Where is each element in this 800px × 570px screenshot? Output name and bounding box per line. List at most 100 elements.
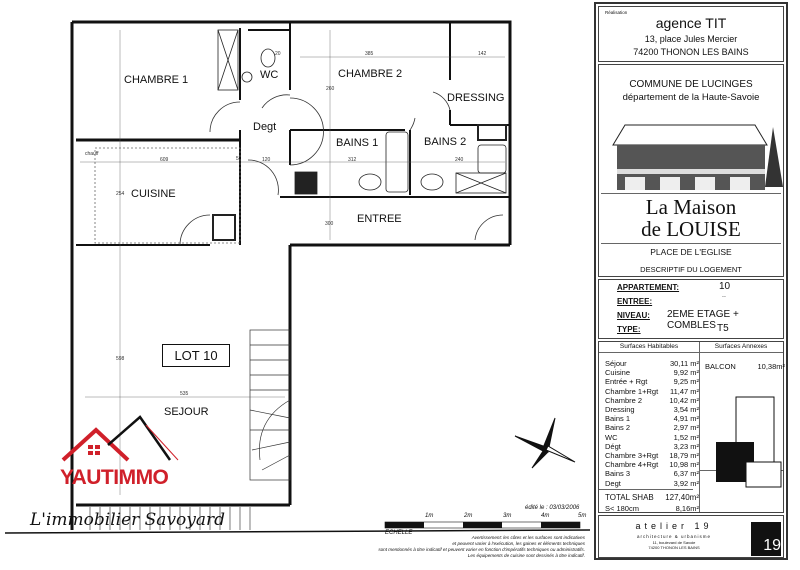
surface-room: Dégt — [605, 441, 621, 451]
commune: COMMUNE DE LUCINGES — [629, 79, 753, 90]
scale-tick: 2m — [464, 513, 473, 519]
fixtures — [94, 29, 507, 244]
sink-icon — [241, 71, 253, 83]
appartement-label: APPARTEMENT: — [617, 283, 680, 292]
surface-room: Cuisine — [605, 368, 631, 378]
apartment-location-diagram-icon — [716, 396, 782, 488]
surface-area: 2,97 m² — [673, 423, 699, 433]
surface-area: 10,42 m² — [669, 395, 699, 405]
svg-text:5: 5 — [236, 156, 239, 162]
descriptif-heading: DESCRIPTIF DU LOGEMENT — [640, 265, 742, 274]
room-label-cuisine: CUISINE — [131, 188, 176, 200]
svg-text:598: 598 — [116, 356, 125, 362]
place: PLACE DE L'EGLISE — [650, 247, 732, 257]
entree-value: .. — [722, 292, 726, 299]
scale-tick: 3m — [503, 513, 512, 519]
architect-name: atelier 19 — [635, 521, 713, 531]
balcony-hatch — [89, 507, 251, 530]
dimension-lines — [80, 30, 505, 495]
svg-text:312: 312 — [348, 157, 357, 163]
room-label-degt: Degt — [253, 121, 277, 133]
surfaces-table: Surfaces Habitables Surfaces Annexes Séj… — [598, 341, 785, 513]
agency-address: 13, place Jules Mercier — [644, 34, 738, 44]
watermark-brand: YAUTIMMO — [60, 466, 169, 489]
room-label-dressing: DRESSING — [447, 92, 505, 104]
surface-row: Bains 2 2,97 m² — [605, 423, 699, 432]
lot-label: LOT 10 — [162, 344, 230, 367]
svg-text:254: 254 — [116, 191, 125, 197]
architect-box: atelier 19 architecture & urbanisme 11, … — [598, 515, 784, 558]
surface-area: 3,23 m² — [673, 441, 699, 451]
niveau-value: 2EME ETAGE + COMBLES — [667, 309, 739, 331]
surface-area: 10,98 m² — [669, 460, 699, 470]
toilet-icon — [260, 48, 276, 68]
svg-text:260: 260 — [326, 86, 335, 92]
surface-room: Bains 2 — [605, 423, 631, 433]
appartement-value: 10 — [719, 281, 731, 292]
cooktop-icon — [294, 171, 318, 195]
duct-icon — [212, 214, 236, 241]
svg-text:385: 385 — [365, 51, 374, 57]
surface-row: WC 1,52 m² — [605, 433, 699, 442]
surface-area: 9,92 m² — [673, 368, 699, 378]
surface-row: Dégt 3,23 m² — [605, 442, 699, 451]
architect-city: 74200 THONON LES BAINS — [648, 545, 700, 550]
surfaces-habitables-header: Surfaces Habitables — [619, 343, 679, 350]
floor-plan: 385 142 260 20 120 5 312 240 609 254 598… — [4, 20, 591, 534]
type-value: T5 — [717, 323, 729, 334]
surface-area: 18,79 m² — [669, 451, 699, 460]
scale-label: ECHELLE — [385, 530, 413, 536]
shower-icon — [477, 144, 507, 174]
scale-tick: 5m — [578, 513, 587, 519]
scale-tick: 4m — [541, 513, 550, 519]
room-label-bains-2: BAINS 2 — [424, 136, 467, 148]
agency-name: agence TIT — [655, 15, 727, 31]
svg-text:120: 120 — [262, 157, 271, 163]
svg-text:535: 535 — [180, 391, 189, 397]
surface-room: WC — [605, 432, 618, 442]
svg-text:142: 142 — [478, 51, 487, 57]
door-swings — [179, 91, 504, 246]
room-label-wc: WC — [260, 69, 279, 81]
svg-text:240: 240 — [455, 157, 464, 163]
building-illustration-icon — [612, 124, 783, 190]
realisation-label: Réalisation — [605, 10, 628, 15]
surfaces-annexes-header: Surfaces Annexes — [714, 343, 768, 350]
warning-note: Avertissement: les côtes et les surfaces… — [378, 535, 585, 558]
surface-room: Bains 1 — [605, 414, 631, 424]
surface-area: 30,11 m² — [669, 359, 699, 368]
agency-box: Réalisation agence TIT 13, place Jules M… — [598, 6, 784, 62]
architect-logo: 19 — [751, 522, 781, 556]
outer-walls — [4, 20, 591, 534]
departement: département de la Haute-Savoie — [622, 92, 760, 103]
surface-room: Chambre 3+Rgt — [605, 451, 659, 460]
room-label-sejour: SEJOUR — [164, 406, 209, 418]
watermark-tagline: L'immobilier Savoyard — [30, 510, 226, 530]
entree-label: ENTREE: — [617, 297, 653, 306]
surface-room: Dressing — [605, 405, 635, 414]
room-label-chambre-1: CHAMBRE 1 — [124, 74, 189, 86]
room-label-bains-1: BAINS 1 — [336, 137, 379, 149]
room-label-chambre-2: CHAMBRE 2 — [338, 68, 403, 80]
surface-room: Degt — [605, 478, 621, 488]
sink-icon — [420, 173, 444, 191]
architect-sub: architecture & urbanisme — [636, 534, 712, 539]
svg-text:20: 20 — [275, 51, 281, 57]
yautimmo-logo-icon — [61, 415, 179, 462]
surface-row: Cuisine 9,92 m² — [605, 368, 699, 377]
surface-row: Chambre 3+Rgt 18,79 m² — [605, 451, 699, 460]
surface-area: 1,52 m² — [673, 432, 699, 442]
surface-room: Chambre 1+Rgt — [605, 386, 659, 396]
scale-tick: 1m — [425, 513, 434, 519]
svg-text:609: 609 — [160, 157, 169, 163]
